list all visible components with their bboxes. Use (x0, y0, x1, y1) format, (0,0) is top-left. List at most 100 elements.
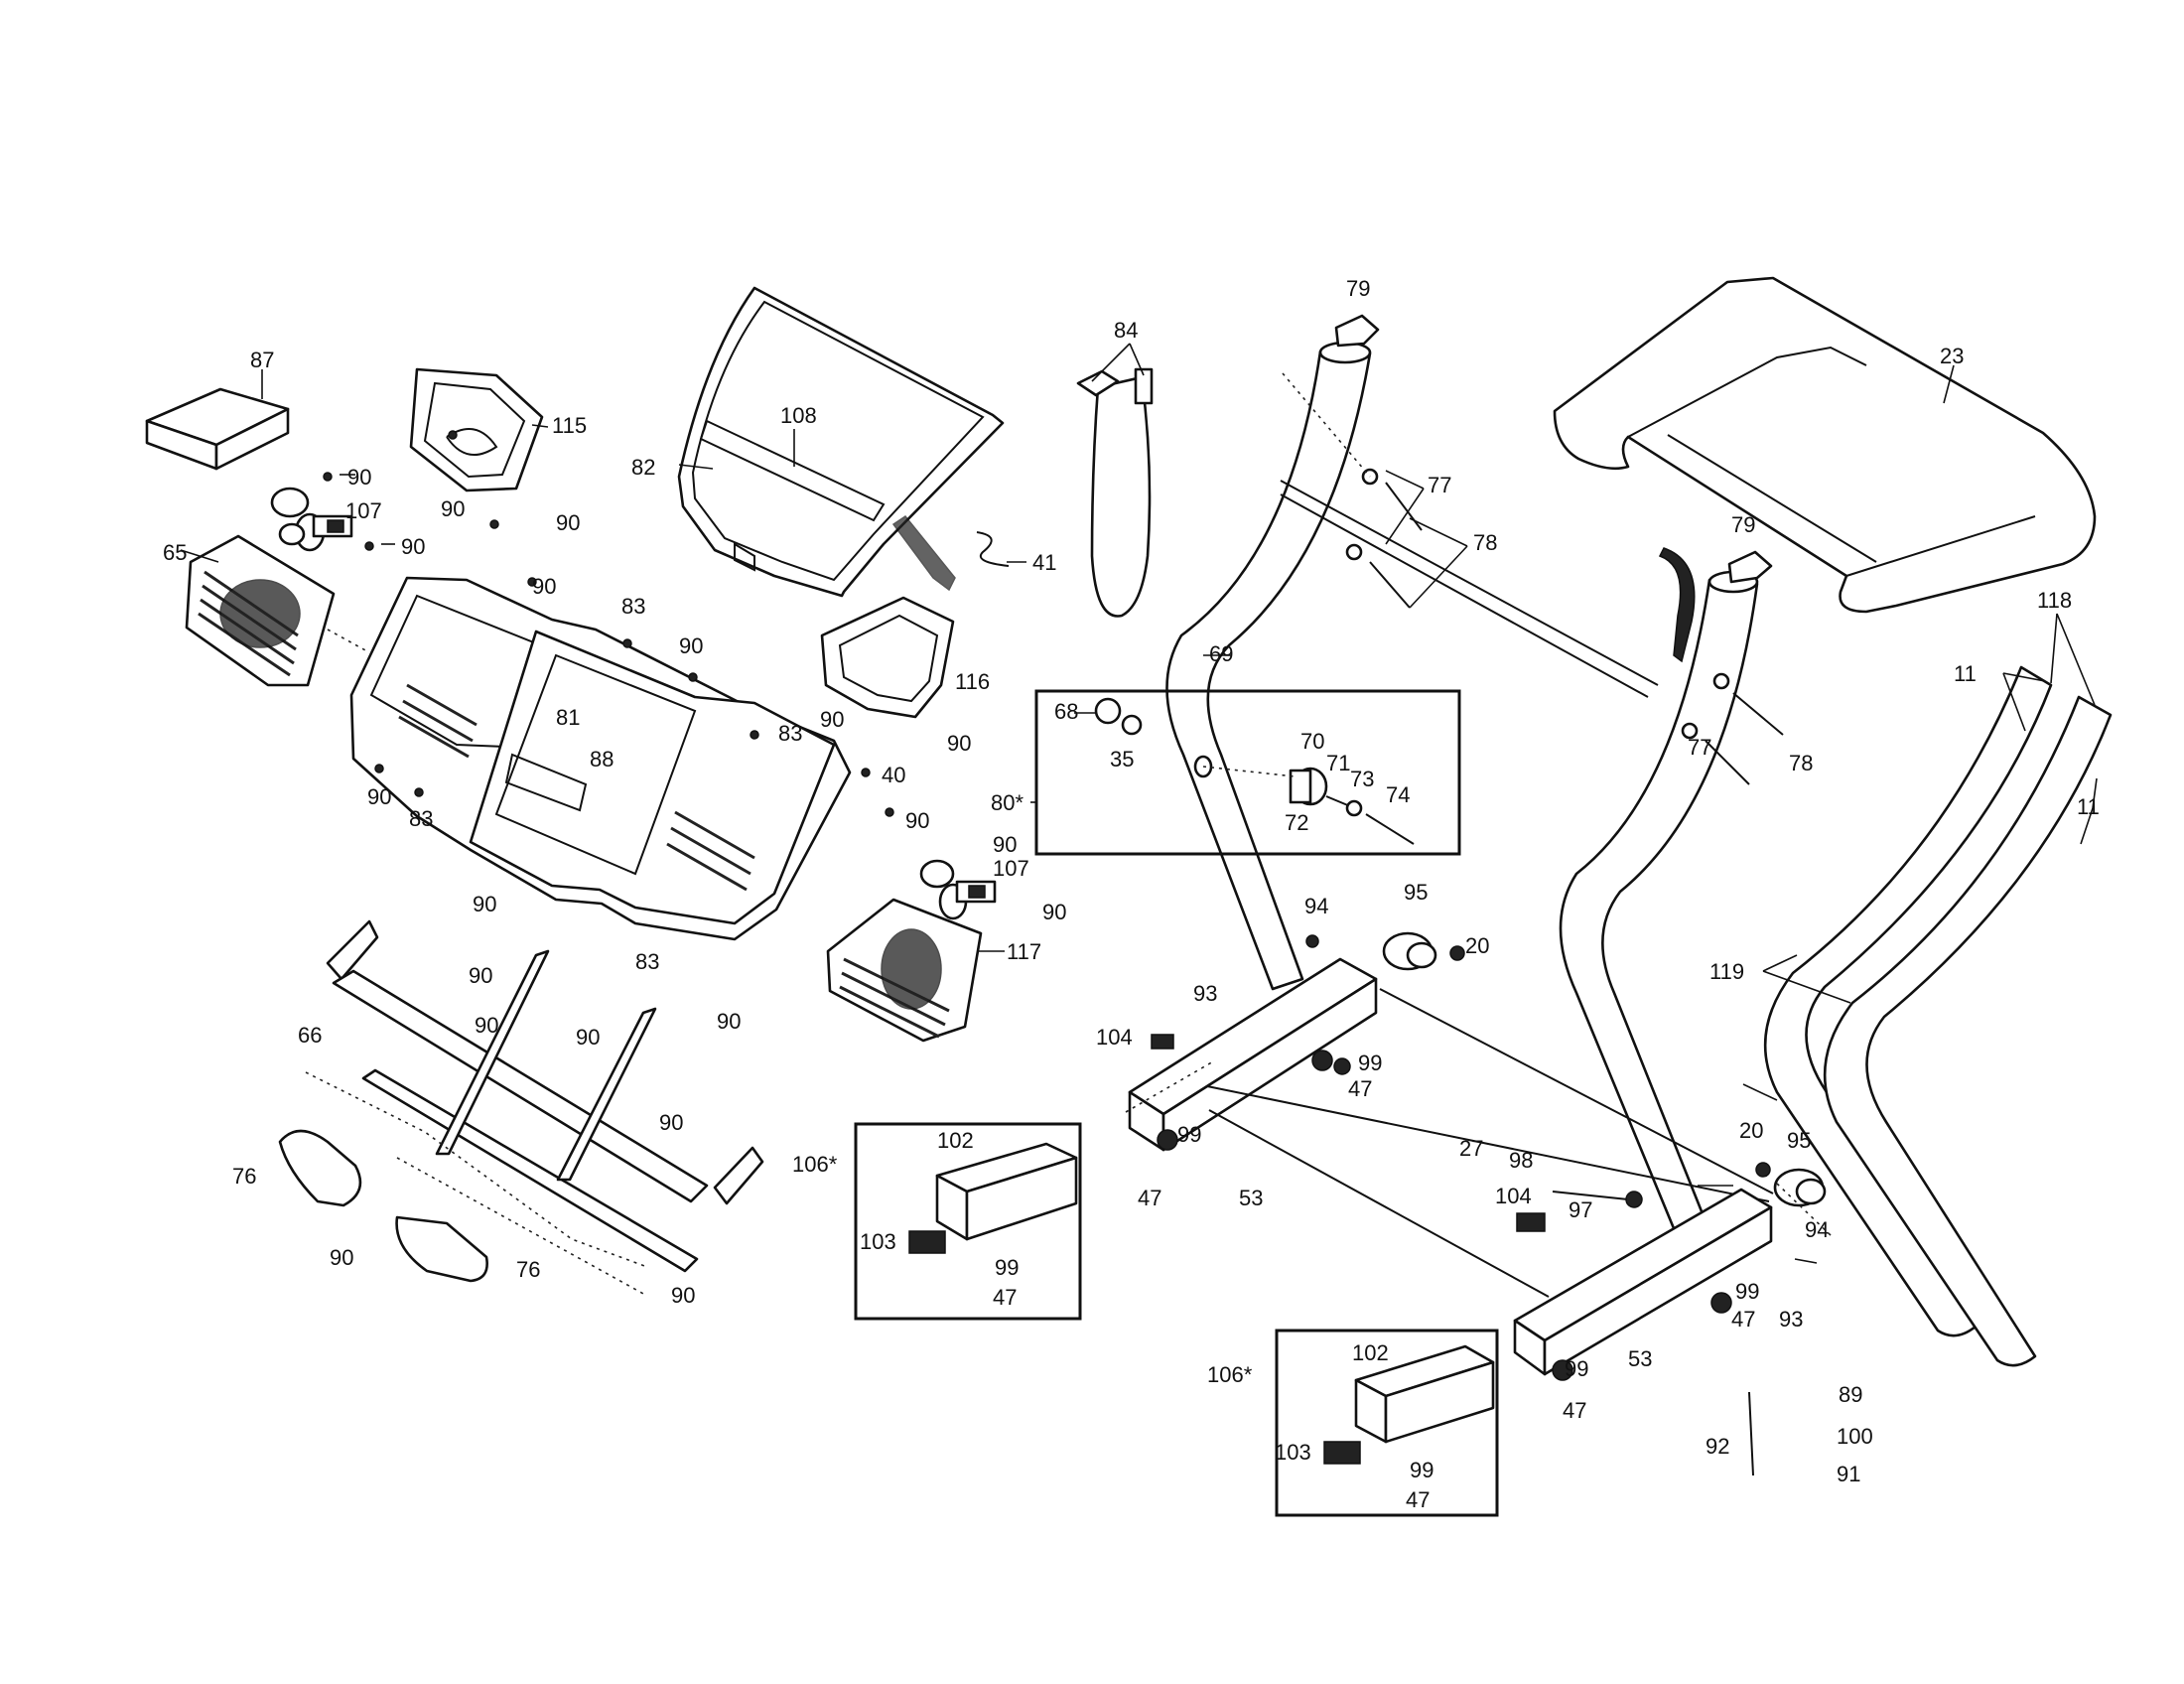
part-118-119-rails (1763, 665, 2113, 1367)
callout-99: 99 (995, 1255, 1019, 1280)
part-106-boxes (854, 1122, 1499, 1517)
callout-90: 90 (469, 963, 492, 988)
callout-90: 90 (347, 465, 371, 490)
callout-71: 71 (1326, 751, 1350, 775)
callout-69: 69 (1209, 641, 1233, 666)
callout-107: 107 (345, 498, 382, 523)
callout-107: 107 (993, 856, 1029, 881)
callout-100: 100 (1837, 1424, 1873, 1449)
part-23-hood (1553, 276, 2097, 614)
callout-106: 106* (1207, 1362, 1253, 1387)
callout-90: 90 (473, 892, 496, 916)
part-65-left-grille (185, 534, 336, 687)
part-79-caps (1334, 314, 1773, 584)
callout-65: 65 (163, 540, 187, 565)
callout-90: 90 (401, 534, 425, 559)
callout-102: 102 (1352, 1340, 1389, 1365)
part-95-rollers (1382, 931, 1827, 1207)
callout-106: 106* (792, 1152, 838, 1177)
callout-93: 93 (1193, 981, 1217, 1006)
callout-90: 90 (532, 574, 556, 599)
part-117-right-grille (826, 898, 983, 1043)
callout-90: 90 (556, 510, 580, 535)
callout-95: 95 (1404, 880, 1428, 905)
callout-47: 47 (1563, 1398, 1586, 1423)
callout-76: 76 (232, 1164, 256, 1189)
callout-118: 118 (2037, 588, 2072, 613)
callout-66: 66 (298, 1023, 322, 1048)
callout-35: 35 (1110, 747, 1134, 772)
callout-73: 73 (1350, 767, 1374, 791)
part-66-console-frame (326, 919, 764, 1273)
callout-47: 47 (1731, 1307, 1755, 1332)
callout-53: 53 (1239, 1186, 1263, 1210)
callout-70: 70 (1300, 729, 1324, 754)
callout-27: 27 (1459, 1136, 1483, 1161)
callout-40: 40 (882, 763, 905, 787)
callout-81: 81 (556, 705, 580, 730)
callout-90: 90 (576, 1025, 600, 1050)
callout-47: 47 (1348, 1076, 1372, 1101)
callout-23: 23 (1940, 344, 1964, 368)
callout-92: 92 (1706, 1434, 1729, 1459)
callout-78: 78 (1789, 751, 1813, 775)
part-107-fan (270, 487, 353, 552)
callout-119: 119 (1709, 959, 1744, 984)
part-84-handle-grip (1076, 367, 1154, 618)
callout-97: 97 (1569, 1197, 1592, 1222)
callout-90: 90 (475, 1013, 498, 1038)
callout-90: 90 (820, 707, 844, 732)
part-80-box (1034, 689, 1461, 856)
callout-102: 102 (937, 1128, 974, 1153)
fasteners (323, 430, 1771, 1476)
callout-90: 90 (330, 1245, 353, 1270)
console-base (349, 576, 852, 941)
callout-88: 88 (590, 747, 614, 772)
callout-83: 83 (635, 949, 659, 974)
callout-41: 41 (1032, 550, 1056, 575)
part-69-uprights (1165, 341, 1759, 1235)
part-107-fan-right (919, 859, 997, 920)
callout-108: 108 (780, 403, 817, 428)
callout-94: 94 (1805, 1217, 1829, 1242)
callout-11: 11 (2077, 794, 2100, 819)
callout-90: 90 (947, 731, 971, 756)
callout-11: 11 (1954, 661, 1977, 686)
callout-99: 99 (1735, 1279, 1759, 1304)
callout-77: 77 (1428, 473, 1451, 497)
callout-82: 82 (631, 455, 655, 480)
callout-90: 90 (905, 808, 929, 833)
callout-90: 90 (993, 832, 1017, 857)
callout-79: 79 (1731, 512, 1755, 537)
callout-47: 47 (1138, 1186, 1161, 1210)
callout-53: 53 (1628, 1346, 1652, 1371)
callout-87: 87 (250, 348, 274, 372)
callout-83: 83 (621, 594, 645, 619)
callout-99: 99 (1177, 1122, 1201, 1147)
callout-20: 20 (1465, 933, 1489, 958)
callout-95: 95 (1787, 1128, 1811, 1153)
callout-91: 91 (1837, 1462, 1860, 1486)
callout-90: 90 (717, 1009, 741, 1034)
base-frame (1128, 957, 1774, 1376)
callout-104: 104 (1495, 1184, 1532, 1208)
callout-20: 20 (1739, 1118, 1763, 1143)
callout-115: 115 (552, 413, 587, 438)
callout-79: 79 (1346, 276, 1370, 301)
callout-93: 93 (1779, 1307, 1803, 1332)
callout-103: 103 (860, 1229, 896, 1254)
callout-90: 90 (441, 496, 465, 521)
callout-90: 90 (659, 1110, 683, 1135)
callout-99: 99 (1358, 1051, 1382, 1075)
callout-94: 94 (1304, 894, 1328, 918)
callout-99: 99 (1565, 1356, 1588, 1381)
part-76-handles (278, 1129, 488, 1283)
callout-80: 80* (991, 790, 1024, 815)
callout-98: 98 (1509, 1148, 1533, 1173)
part-116-fan-duct (820, 596, 955, 719)
callout-104: 104 (1096, 1025, 1133, 1050)
callout-47: 47 (1406, 1487, 1430, 1512)
callout-89: 89 (1839, 1382, 1862, 1407)
callout-76: 76 (516, 1257, 540, 1282)
